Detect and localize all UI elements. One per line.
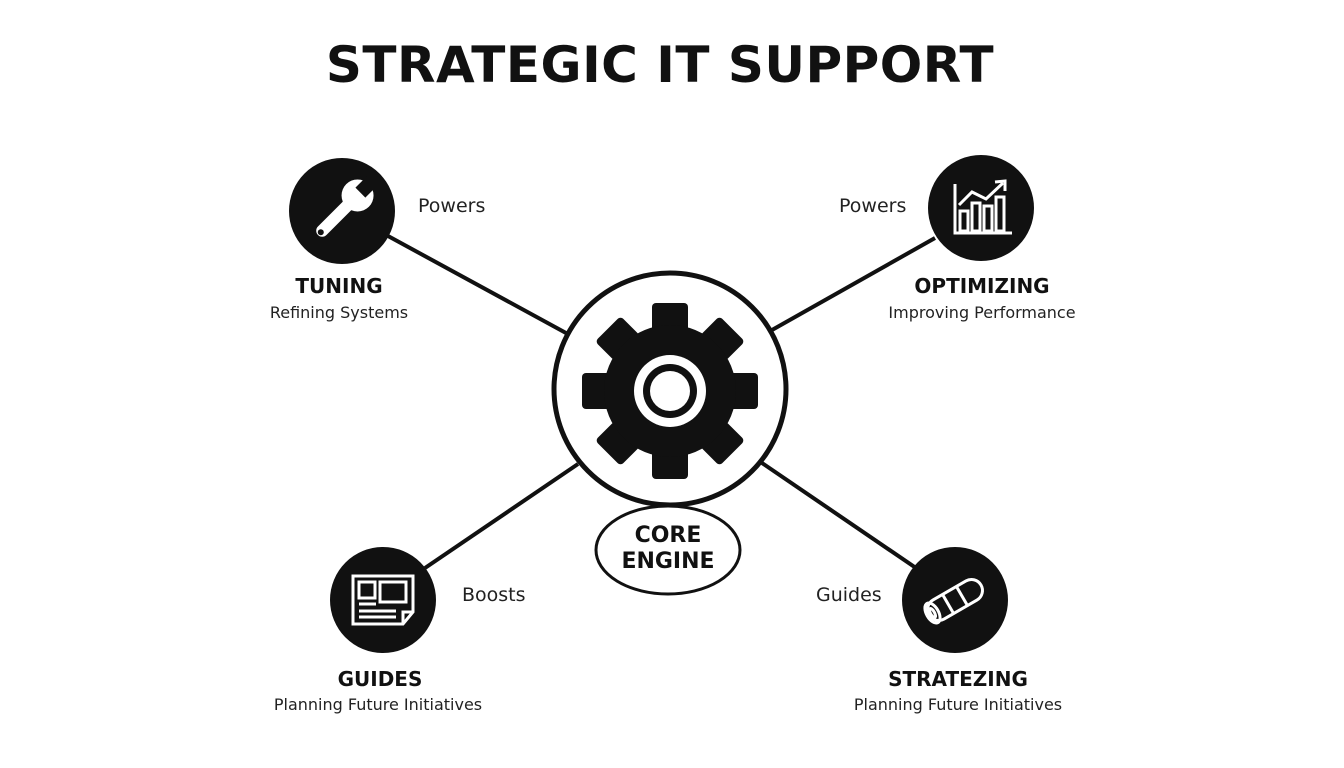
guides-subtitle: Planning Future Initiatives [273, 695, 483, 714]
core-label-ellipse [594, 504, 742, 596]
connector-stratezing [760, 461, 918, 570]
stratezing-subtitle: Planning Future Initiatives [853, 695, 1063, 714]
core-label: CORE ENGINE [598, 523, 738, 575]
stratezing-title: STRATEZING [888, 667, 1028, 691]
connector-optimizing [771, 236, 936, 332]
tuning-subtitle: Refining Systems [269, 303, 409, 322]
core-label-line2: ENGINE [621, 549, 715, 574]
bar-chart-icon [953, 179, 1012, 235]
optimizing-subtitle: Improving Performance [888, 303, 1076, 322]
page-title: STRATEGIC IT SUPPORT [325, 36, 995, 94]
gear-icon [582, 303, 758, 479]
core-label-line1: CORE [634, 523, 702, 548]
optimizing-title: OPTIMIZING [914, 274, 1050, 298]
tuning-edge-label: Powers [418, 195, 486, 217]
stratezing-node-circle [902, 547, 1008, 653]
document-icon [351, 574, 415, 626]
guides-node-circle [330, 547, 436, 653]
wrench-icon [316, 176, 377, 237]
tuning-title: TUNING [295, 274, 383, 298]
scroll-icon [923, 578, 984, 625]
stratezing-edge-label: Guides [816, 584, 882, 606]
connector-tuning [387, 234, 567, 335]
connector-guides [423, 462, 580, 570]
guides-title: GUIDES [337, 667, 423, 691]
optimizing-edge-label: Powers [839, 195, 907, 217]
guides-edge-label: Boosts [462, 584, 526, 606]
